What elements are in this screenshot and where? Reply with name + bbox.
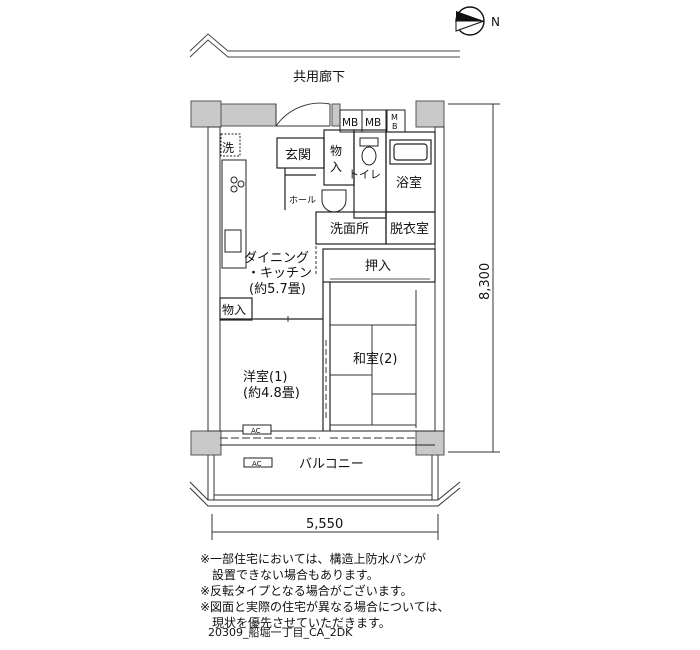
north-arrow-icon: N: [455, 6, 500, 36]
height-dim-label: 8,300: [478, 263, 493, 300]
side-monoire-label: 物入: [222, 303, 246, 317]
outer-walls: [190, 100, 445, 456]
notes: ※一部住宅においては、構造上防水パンが 設置できない場合もあります。 ※反転タイ…: [200, 551, 449, 631]
genkan-label: 玄関: [285, 148, 311, 163]
height-dimension: [448, 103, 500, 453]
toilet-icon: [359, 137, 379, 166]
balcony: [189, 455, 461, 507]
dining-label-1: ダイニング: [244, 251, 309, 266]
bath-label: 浴室: [396, 175, 422, 191]
monoire-label-2: 入: [330, 160, 342, 174]
dining-label-3: (約5.7畳): [249, 282, 306, 297]
mb-label-3a: M: [391, 113, 398, 122]
file-id: 20309_船堀一丁目_CA_2DK: [208, 626, 353, 639]
door-markers: [220, 246, 416, 439]
washitsu-label: 和室(2): [353, 351, 397, 367]
north-label: N: [491, 15, 500, 29]
meter-boxes: MB MB M B: [339, 109, 406, 133]
width-dimension: [211, 514, 439, 540]
note-line: ※反転タイプとなる場合がございます。: [200, 584, 413, 598]
mb-label-2: MB: [365, 117, 381, 129]
corridor-label: 共用廊下: [293, 69, 345, 85]
yoshitsu-label-1: 洋室(1): [243, 369, 287, 385]
yoshitsu-label-2: (約4.8畳): [243, 386, 300, 401]
note-line: 現状を優先させていただきます。: [200, 616, 391, 630]
ac-label-1: AC: [251, 427, 261, 435]
mb-label-1: MB: [342, 117, 358, 129]
ac-label-2: AC: [252, 460, 262, 468]
dining-label-2: ・キッチン: [247, 266, 312, 281]
note-line: ※一部住宅においては、構造上防水パンが: [200, 552, 427, 566]
washroom-label: 洗面所: [330, 222, 369, 237]
wash-basin-icon: [321, 189, 347, 213]
oshiire-label: 押入: [365, 259, 391, 274]
dressing-label: 脱衣室: [390, 221, 429, 237]
hall-label: ホール: [289, 195, 316, 206]
kitchen-counter: [220, 133, 247, 269]
note-line: ※図面と実際の住宅が異なる場合については、: [200, 600, 450, 614]
tatami-mats: [330, 290, 417, 428]
mb-label-3b: B: [392, 122, 398, 131]
corridor-edge: [189, 33, 460, 58]
entrance-door: [275, 102, 331, 127]
balcony-label: バルコニー: [299, 457, 364, 472]
wash-label: 洗: [222, 141, 234, 155]
monoire-label-1: 物: [330, 144, 342, 158]
width-dim-label: 5,550: [306, 517, 343, 532]
toilet-label: トイレ: [348, 168, 381, 181]
note-line: 設置できない場合もあります。: [200, 568, 379, 582]
ac-units: AC AC: [242, 424, 273, 468]
